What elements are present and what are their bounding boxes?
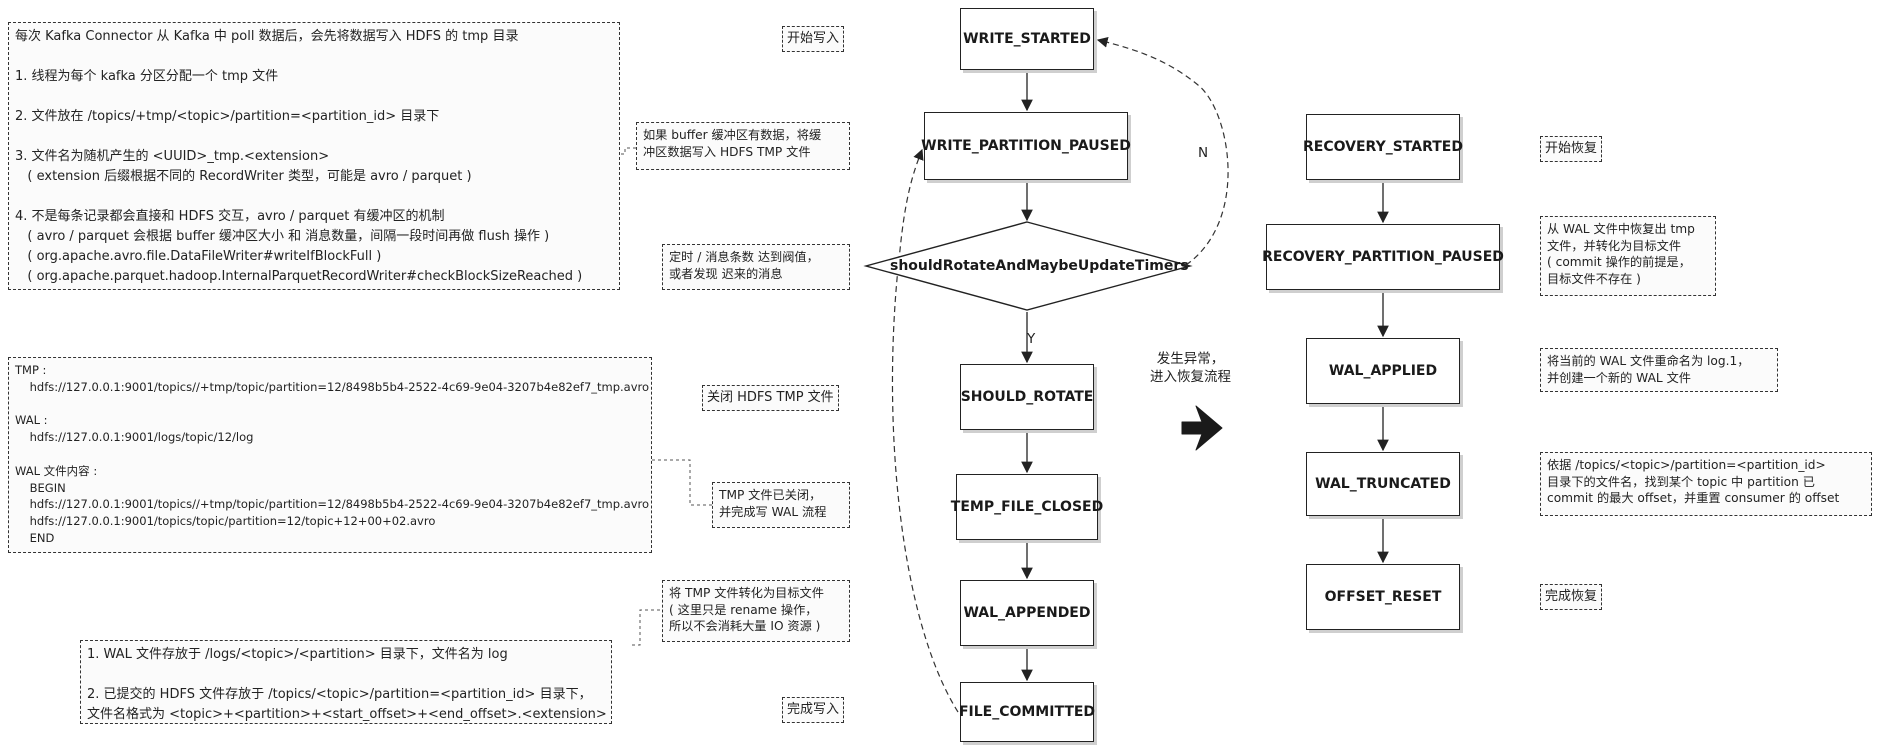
note-buffer-flush: 如果 buffer 缓冲区有数据，将缓 冲区数据写入 HDFS TMP 文件 (636, 122, 850, 170)
state-wal-appended: WAL_APPENDED (960, 580, 1094, 646)
edge-label-yes: Y (1027, 331, 1036, 347)
note-wal-rename: 将当前的 WAL 文件重命名为 log.1， 并创建一个新的 WAL 文件 (1540, 348, 1778, 392)
note-paths: TMP : hdfs://127.0.0.1:9001/topics//+tmp… (8, 357, 652, 553)
edge-label-no: N (1198, 145, 1209, 161)
state-temp-file-closed: TEMP_FILE_CLOSED (951, 474, 1103, 540)
state-offset-reset: OFFSET_RESET (1306, 564, 1460, 630)
decision-label: shouldRotateAndMaybeUpdateTimers (890, 258, 1189, 274)
tag-finish-recovery: 完成恢复 (1540, 584, 1603, 610)
state-recovery-started: RECOVERY_STARTED (1303, 114, 1463, 180)
state-write-partition-paused: WRITE_PARTITION_PAUSED (921, 112, 1131, 180)
note-link-paths (652, 459, 712, 506)
state-wal-truncated: WAL_TRUNCATED (1306, 452, 1460, 516)
tag-close-tmp: 关闭 HDFS TMP 文件 (702, 385, 839, 411)
note-link-wal (630, 609, 660, 646)
state-should-rotate: SHOULD_ROTATE (960, 364, 1094, 430)
edge-committed-loop (891, 148, 959, 713)
note-recover-tmp: 从 WAL 文件中恢复出 tmp 文件，并转化为目标文件 ( commit 操作… (1540, 216, 1716, 296)
state-wal-applied: WAL_APPLIED (1306, 338, 1460, 404)
state-write-started: WRITE_STARTED (960, 8, 1094, 70)
state-recovery-partition-paused: RECOVERY_PARTITION_PAUSED (1262, 224, 1504, 290)
decision-diamond (863, 221, 1193, 311)
note-write-intro: 每次 Kafka Connector 从 Kafka 中 poll 数据后，会先… (8, 22, 620, 290)
tag-start-write: 开始写入 (782, 26, 845, 52)
state-file-committed: FILE_COMMITTED (959, 682, 1095, 742)
note-link-buffer (612, 147, 642, 155)
note-rotate-condition: 定时 / 消息条数 达到阀值， 或者发现 迟来的消息 (662, 244, 850, 290)
note-wal-location: 1. WAL 文件存放于 /logs/<topic>/<partition> 目… (80, 640, 612, 724)
exception-label: 发生异常， 进入恢复流程 (1150, 351, 1231, 385)
note-offset-find: 依据 /topics/<topic>/partition=<partition_… (1540, 452, 1872, 516)
note-commit-rename: 将 TMP 文件转化为目标文件 ( 这里只是 rename 操作， 所以不会消耗… (662, 580, 850, 642)
tag-finish-write: 完成写入 (782, 697, 845, 723)
tag-start-recovery: 开始恢复 (1540, 136, 1603, 162)
note-tmp-closed: TMP 文件已关闭， 并完成写 WAL 流程 (712, 482, 850, 528)
right-arrow-icon (1178, 400, 1224, 456)
